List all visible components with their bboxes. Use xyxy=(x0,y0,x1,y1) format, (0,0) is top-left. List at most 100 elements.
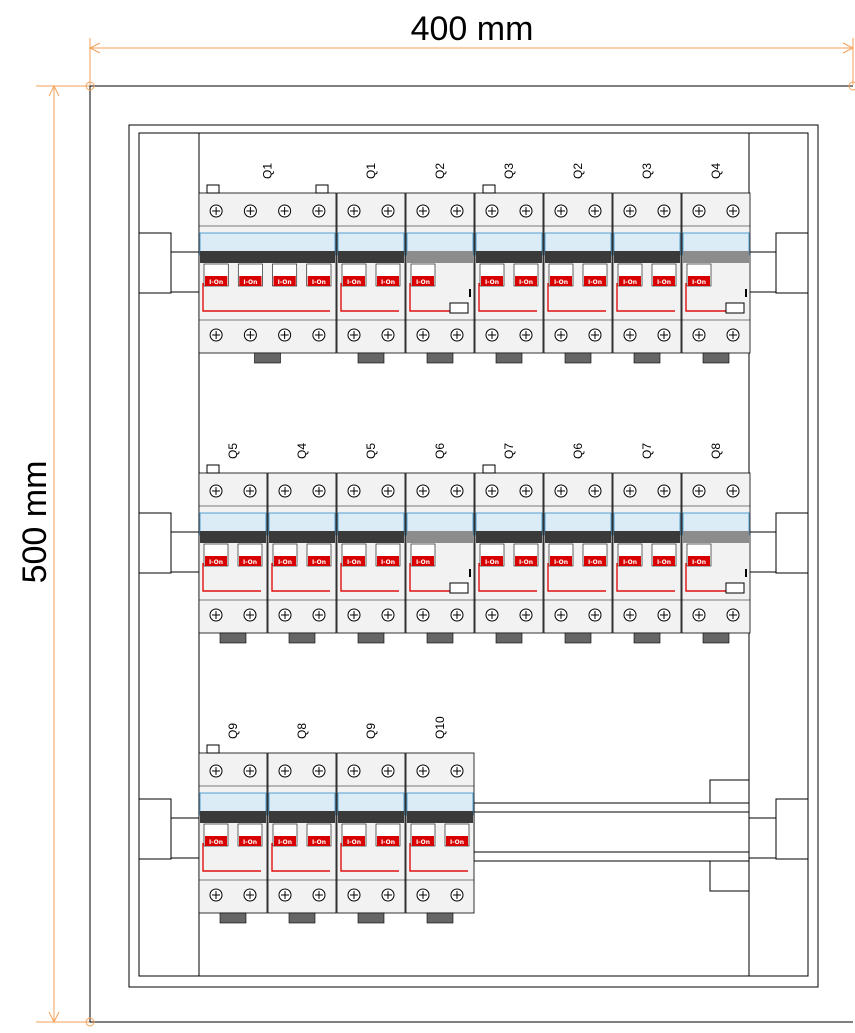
lock-tab xyxy=(206,464,220,474)
handle-toggle xyxy=(343,836,365,846)
din-clip xyxy=(426,352,454,364)
handle-brand-text: I-On xyxy=(209,839,223,846)
handle-brand-text: I-On xyxy=(312,279,326,286)
corner-marker-top-left xyxy=(85,81,95,91)
din-clip xyxy=(564,632,592,644)
handle-toggle xyxy=(412,276,434,286)
mounting-plate-outer xyxy=(128,124,819,988)
module-label: Q6 xyxy=(571,443,585,459)
handle-brand-text: I-On xyxy=(519,279,533,286)
handle-brand-text: I-On xyxy=(623,559,637,566)
wiring-indicator xyxy=(202,563,261,592)
handle-toggle xyxy=(273,276,296,286)
din-clip xyxy=(219,632,247,644)
wiring-indicator xyxy=(685,563,744,592)
handle-toggle xyxy=(412,836,434,846)
module-label: Q9 xyxy=(364,723,378,739)
handle-brand-text: I-On xyxy=(485,279,499,286)
module-label: Q8 xyxy=(295,723,309,739)
handle-toggle xyxy=(481,556,503,566)
front-band xyxy=(614,531,680,543)
wiring-indicator xyxy=(547,563,606,592)
module-label: Q5 xyxy=(226,443,240,459)
lock-tab xyxy=(482,184,496,194)
test-button xyxy=(725,582,745,594)
handle-toggle xyxy=(688,556,710,566)
handle-brand-text: I-On xyxy=(657,279,671,286)
din-clip xyxy=(357,632,385,644)
module-label: Q4 xyxy=(709,163,723,179)
lock-tab xyxy=(206,744,220,754)
handle-brand-text: I-On xyxy=(312,839,326,846)
module-label: Q1 xyxy=(364,163,378,179)
wiring-indicator xyxy=(478,283,537,312)
front-band xyxy=(338,531,404,543)
handle-brand-text: I-On xyxy=(209,559,223,566)
front-band xyxy=(545,251,611,263)
front-band xyxy=(200,251,335,263)
handle-brand-text: I-On xyxy=(588,279,602,286)
front-band xyxy=(476,251,542,263)
handle-toggle xyxy=(550,556,572,566)
wiring-indicator xyxy=(409,563,468,592)
handle-brand-text: I-On xyxy=(485,559,499,566)
module-label: Q1 xyxy=(261,163,275,179)
module-label: Q6 xyxy=(433,443,447,459)
handle-toggle xyxy=(653,556,675,566)
handle-brand-text: I-On xyxy=(588,559,602,566)
din-clip xyxy=(357,912,385,924)
width-dimension: 400 mm xyxy=(88,10,855,85)
wiring-indicator xyxy=(616,563,675,592)
handle-toggle xyxy=(515,276,537,286)
handle-toggle xyxy=(619,556,641,566)
handle-brand-text: I-On xyxy=(243,559,257,566)
handle-toggle xyxy=(274,556,296,566)
lock-tab xyxy=(315,184,329,194)
width-dimension-label: 400 mm xyxy=(411,10,534,48)
handle-brand-text: I-On xyxy=(312,559,326,566)
din-rail-1 xyxy=(138,232,809,294)
module-label: Q10 xyxy=(433,716,447,739)
handle-toggle xyxy=(584,556,606,566)
front-band xyxy=(476,531,542,543)
corner-marker-top-right xyxy=(848,81,855,91)
handle-toggle xyxy=(239,836,261,846)
handle-toggle xyxy=(481,276,503,286)
breaker-rcbo-q8: Q8I-On xyxy=(681,443,751,644)
front-band xyxy=(683,251,749,263)
handle-brand-text: I-On xyxy=(278,279,292,286)
handle-brand-text: I-On xyxy=(347,279,361,286)
din-clip xyxy=(633,352,661,364)
handle-toggle xyxy=(343,556,365,566)
module-label: Q5 xyxy=(364,443,378,459)
breaker-mcb2-q6: Q6I-On I-On xyxy=(543,443,613,644)
lock-tab xyxy=(206,184,220,194)
handle-brand-text: I-On xyxy=(554,279,568,286)
din-rail-2 xyxy=(138,512,809,574)
din-clip xyxy=(495,632,523,644)
handle-toggle xyxy=(343,276,365,286)
front-band xyxy=(407,811,473,823)
rail-body xyxy=(473,802,750,862)
front-band xyxy=(338,251,404,263)
enclosure-outer-edge xyxy=(89,85,853,1023)
handle-brand-text: I-On xyxy=(243,839,257,846)
front-band xyxy=(683,531,749,543)
breaker-rcbo-q6: Q6I-On xyxy=(405,443,475,644)
module-label: Q3 xyxy=(502,163,516,179)
module-label: Q7 xyxy=(502,443,516,459)
wiring-indicator xyxy=(616,283,675,312)
handle-brand-text: I-On xyxy=(554,559,568,566)
module-label: Q7 xyxy=(640,443,654,459)
handle-toggle xyxy=(308,836,330,846)
test-button xyxy=(449,582,469,594)
handle-toggle xyxy=(205,276,228,286)
